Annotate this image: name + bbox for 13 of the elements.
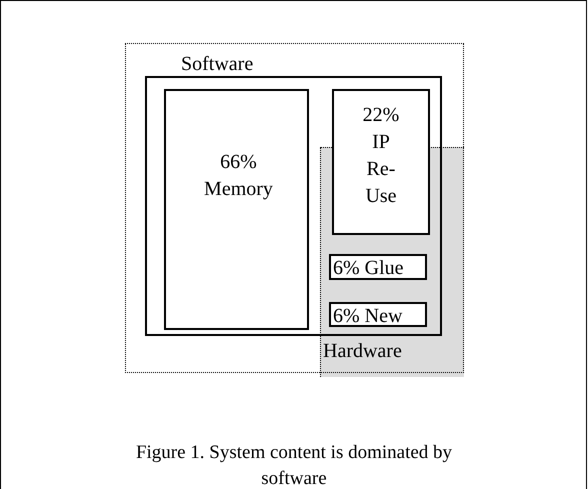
new-box	[329, 302, 427, 327]
box-label: 22% IP Re-Use	[362, 103, 400, 209]
ip-reuse-box	[332, 89, 430, 235]
box-label: 6% New	[333, 304, 404, 328]
software-region	[125, 43, 464, 373]
region-label: Software	[181, 52, 254, 76]
box-label: 6% Glue	[333, 256, 405, 280]
region-label: Hardware	[323, 339, 403, 363]
memory-box	[164, 89, 309, 330]
glue-box	[329, 254, 427, 280]
figure-caption: Figure 1. System content is dominated by software	[134, 441, 454, 489]
system-box	[145, 76, 442, 336]
box-label: 66% Memory	[203, 150, 274, 202]
